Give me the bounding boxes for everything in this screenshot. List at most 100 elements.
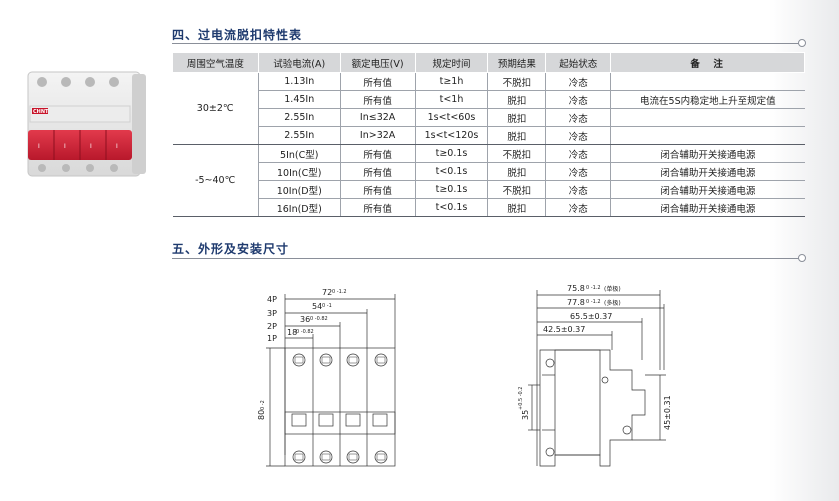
current-cell: 16In(D型) — [257, 198, 341, 217]
note-cell: 闭合辅助开关接通电源 — [610, 180, 805, 199]
svg-text:CHNT: CHNT — [33, 109, 49, 115]
svg-text:I: I — [64, 143, 66, 150]
time-cell: t<1h — [414, 90, 488, 109]
svg-text:I: I — [116, 143, 118, 150]
dim-35-tolerance: +0.5 -0.2 — [518, 387, 524, 411]
state-cell: 冷态 — [545, 180, 611, 199]
dim-778-note: (多极) — [604, 299, 621, 307]
dim-18-label: 18 — [287, 328, 297, 337]
trip-characteristic-table: 周围空气温度 试验电流(A) 额定电压(V) 规定时间 预期结果 起始状态 备 … — [172, 52, 805, 217]
pole-label-1p: 1P — [267, 334, 277, 343]
voltage-cell: In≤32A — [339, 108, 416, 127]
voltage-cell: 所有值 — [339, 162, 416, 181]
dim-758-tolerance: 0 -1.2 — [586, 285, 601, 291]
dim-425-label: 42.5±0.37 — [543, 325, 585, 334]
front-view-drawing: 4P 3P 2P 1P 72 0 -1.2 54 0 -1 36 0 -0.82… — [257, 288, 396, 467]
table-row: 16In(D型) 所有值 t<0.1s 脱扣 冷态 闭合辅助开关接通电源 — [173, 198, 805, 217]
svg-text:I: I — [90, 143, 92, 150]
dim-45-label: 45±0.31 — [663, 395, 672, 430]
result-cell: 不脱扣 — [487, 72, 546, 91]
time-cell: t<0.1s — [414, 198, 488, 217]
table-row: 2.55In In≤32A 1s<t<60s 脱扣 冷态 — [173, 108, 805, 127]
time-cell: 1s<t<120s — [414, 126, 488, 145]
dim-758-label: 75.8 — [567, 284, 585, 293]
header-remarks: 备 注 — [610, 52, 805, 73]
dim-72-label: 72 — [322, 288, 332, 297]
table-row: 30±2℃ 1.13In 所有值 t≥1h 不脱扣 冷态 — [172, 72, 805, 145]
table-header-row: 周围空气温度 试验电流(A) 额定电压(V) 规定时间 预期结果 起始状态 备 … — [172, 52, 805, 73]
time-cell: 1s<t<60s — [414, 108, 488, 127]
dim-18-tolerance: 0 -0.82 — [296, 329, 314, 335]
table-row: 10In(D型) 所有值 t≥0.1s 不脱扣 冷态 闭合辅助开关接通电源 — [173, 180, 805, 199]
result-cell: 不脱扣 — [487, 144, 546, 163]
dim-80-label: 80 — [257, 410, 266, 420]
dim-36-tolerance: 0 -0.82 — [310, 316, 328, 322]
time-cell: t≥0.1s — [414, 180, 488, 199]
dim-35-label: 35 — [521, 410, 530, 420]
state-cell: 冷态 — [545, 90, 611, 109]
temperature-cell: -5~40℃ — [172, 144, 259, 217]
pole-label-2p: 2P — [267, 322, 277, 331]
voltage-cell: 所有值 — [339, 90, 416, 109]
dim-778-tolerance: 0 -1.2 — [586, 299, 601, 305]
note-cell: 闭合辅助开关接通电源 — [610, 144, 805, 163]
table-row: 2.55In In>32A 1s<t<120s 脱扣 冷态 — [173, 126, 805, 145]
voltage-cell: 所有值 — [339, 198, 416, 217]
state-cell: 冷态 — [545, 144, 611, 163]
dim-655-label: 65.5±0.37 — [570, 312, 612, 321]
current-cell: 10In(C型) — [257, 162, 341, 181]
time-cell: t≥1h — [414, 72, 488, 91]
section-5-rule-dot — [798, 254, 806, 262]
voltage-cell: In>32A — [339, 126, 416, 145]
result-cell: 脱扣 — [487, 162, 546, 181]
header-rated-voltage: 额定电压(V) — [339, 52, 416, 73]
section-5-rule — [172, 258, 800, 259]
note-cell — [610, 72, 805, 91]
section-4-rule-dot — [798, 39, 806, 47]
pole-label-3p: 3P — [267, 309, 277, 318]
table-row: -5~40℃ 5In(C型) 所有值 t≥0.1s 不脱扣 冷态 闭合辅助开关接… — [172, 144, 805, 217]
section-5-title: 五、外形及安装尺寸 — [172, 242, 290, 256]
current-cell: 2.55In — [257, 108, 341, 127]
result-cell: 脱扣 — [487, 90, 546, 109]
table-row: 10In(C型) 所有值 t<0.1s 脱扣 冷态 闭合辅助开关接通电源 — [173, 162, 805, 181]
note-cell: 闭合辅助开关接通电源 — [610, 162, 805, 181]
side-view-drawing: 75.8 0 -1.2 (单极) 77.8 0 -1.2 (多极) 65.5±0… — [518, 284, 672, 467]
dim-80-tolerance: 0 -2 — [260, 400, 266, 410]
voltage-cell: 所有值 — [339, 180, 416, 199]
current-cell: 1.13In — [257, 72, 341, 91]
result-cell: 脱扣 — [487, 108, 546, 127]
logo-mark: CHNT — [32, 108, 49, 115]
state-cell: 冷态 — [545, 72, 611, 91]
result-cell: 脱扣 — [487, 126, 546, 145]
note-cell: 闭合辅助开关接通电源 — [610, 198, 805, 217]
result-cell: 不脱扣 — [487, 180, 546, 199]
dim-758-note: (单极) — [604, 285, 621, 293]
note-cell: 电流在5S内稳定地上升至规定值 — [610, 90, 805, 109]
state-cell: 冷态 — [545, 162, 611, 181]
state-cell: 冷态 — [545, 126, 611, 145]
dim-54-tolerance: 0 -1 — [322, 303, 332, 309]
pole-label-4p: 4P — [267, 295, 277, 304]
note-cell — [610, 126, 805, 145]
breaker-product-image: CHNT I I I I — [27, 71, 146, 177]
dim-36-label: 36 — [300, 315, 310, 324]
note-cell — [610, 108, 805, 127]
dim-778-label: 77.8 — [567, 298, 585, 307]
section-4-title: 四、过电流脱扣特性表 — [172, 28, 303, 42]
header-temperature: 周围空气温度 — [172, 52, 259, 73]
current-cell: 1.45In — [257, 90, 341, 109]
state-cell: 冷态 — [545, 108, 611, 127]
header-expected-result: 预期结果 — [487, 52, 547, 73]
voltage-cell: 所有值 — [339, 144, 416, 163]
state-cell: 冷态 — [545, 198, 611, 217]
dim-72-tolerance: 0 -1.2 — [332, 289, 347, 295]
current-cell: 5In(C型) — [257, 144, 341, 163]
time-cell: t≥0.1s — [414, 144, 488, 163]
result-cell: 脱扣 — [487, 198, 546, 217]
svg-text:I: I — [38, 143, 40, 150]
header-specified-time: 规定时间 — [414, 52, 489, 73]
current-cell: 2.55In — [257, 126, 341, 145]
dim-54-label: 54 — [312, 302, 322, 311]
current-cell: 10In(D型) — [257, 180, 341, 199]
